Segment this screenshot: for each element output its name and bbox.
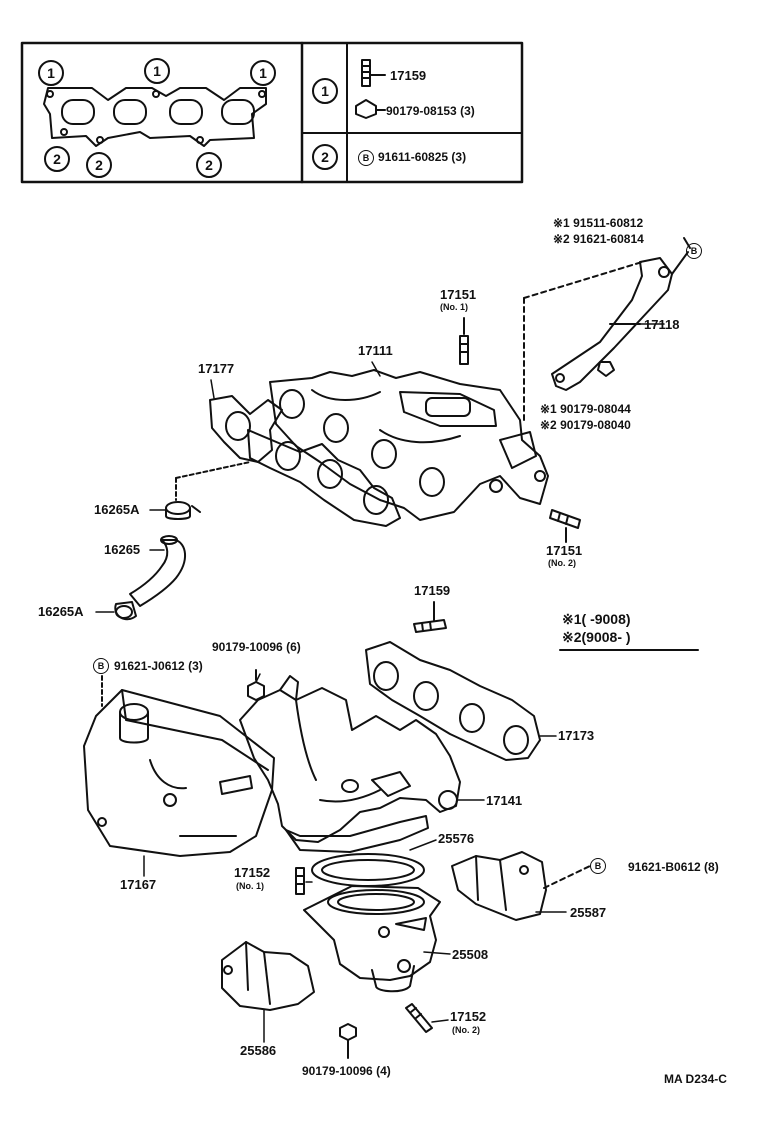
legend-gasket-shape bbox=[43, 87, 267, 147]
gasket-marker-1c: 1 bbox=[250, 60, 276, 86]
heat-insulator-25586 bbox=[221, 941, 315, 1011]
date-note-1: ※1( -9008) bbox=[562, 611, 631, 627]
callout-25587: 25587 bbox=[570, 905, 607, 920]
callout-17151-no1: 17151 bbox=[440, 287, 477, 302]
legend-row1-item1-code: 17159 bbox=[390, 68, 427, 83]
bolt-b-marker-stay: B bbox=[686, 243, 702, 259]
date-note-2: ※2(9008- ) bbox=[562, 629, 631, 645]
stud-17159 bbox=[413, 601, 447, 633]
leader-lines bbox=[95, 323, 665, 1043]
callout-17152-no2: 17152 bbox=[450, 1009, 487, 1024]
callout-17151-no1-sub: (No. 1) bbox=[440, 302, 468, 312]
callout-91621-J0612: 91621-J0612 (3) bbox=[114, 659, 203, 673]
callout-90179-10096-4: 90179-10096 (4) bbox=[302, 1064, 391, 1078]
callout-90179-08044: ※1 90179-08044 bbox=[540, 402, 631, 416]
hose-16265-assembly bbox=[114, 461, 251, 621]
gasket-marker-2c: 2 bbox=[196, 152, 222, 178]
callout-91621-B0612: 91621-B0612 (8) bbox=[628, 860, 719, 874]
exhaust-manifold-17141 bbox=[239, 675, 461, 853]
callout-17177: 17177 bbox=[198, 361, 235, 376]
callout-90179-08040: ※2 90179-08040 bbox=[540, 418, 631, 432]
exhaust-pipe-25508 bbox=[303, 885, 441, 993]
callout-91621-60814: ※2 91621-60814 bbox=[553, 232, 644, 246]
legend-row1-item2-code: 90179-08153 (3) bbox=[386, 104, 475, 118]
bolt-b-icon: B bbox=[358, 150, 374, 166]
gasket-marker-1b: 1 bbox=[144, 58, 170, 84]
callout-17167: 17167 bbox=[120, 877, 157, 892]
callout-17151-no2: 17151 bbox=[546, 543, 583, 558]
gasket-marker-1a: 1 bbox=[38, 60, 64, 86]
legend-row1-marker: 1 bbox=[312, 78, 338, 104]
gasket-marker-2b: 2 bbox=[86, 152, 112, 178]
stud-17151-no2 bbox=[549, 509, 581, 543]
callout-90179-10096-6: 90179-10096 (6) bbox=[212, 640, 301, 654]
bolt-b-marker-insulator: B bbox=[93, 658, 109, 674]
callout-17141: 17141 bbox=[486, 793, 523, 808]
intake-manifold-17111 bbox=[269, 369, 549, 521]
stud-17151-no1 bbox=[459, 317, 469, 365]
legend-table-frame bbox=[20, 41, 524, 184]
callout-16265: 16265 bbox=[104, 542, 141, 557]
legend-stud-icon bbox=[361, 59, 386, 87]
heat-insulator-25587 bbox=[451, 851, 591, 921]
heat-insulator-17167 bbox=[83, 675, 275, 857]
gasket-17177 bbox=[209, 395, 401, 527]
callout-16265A-upper: 16265A bbox=[94, 502, 140, 517]
callout-17118: 17118 bbox=[644, 317, 680, 332]
callout-17173: 17173 bbox=[558, 728, 595, 743]
bolt-b-marker-pipe: B bbox=[590, 858, 606, 874]
legend-nut-icon bbox=[355, 99, 386, 119]
gasket-25576 bbox=[311, 853, 425, 887]
gasket-17173 bbox=[365, 641, 541, 761]
callout-91511-60812: ※1 91511-60812 bbox=[553, 216, 644, 230]
callout-17111: 17111 bbox=[358, 343, 393, 358]
nut-90179-10096-lower bbox=[339, 1023, 357, 1059]
callout-25508: 25508 bbox=[452, 947, 489, 962]
nut-90179-10096-upper bbox=[247, 669, 265, 701]
stud-17152-no1 bbox=[295, 867, 305, 895]
callout-16265A-lower: 16265A bbox=[38, 604, 84, 619]
stud-17152-no2 bbox=[405, 1003, 433, 1033]
stay-17118 bbox=[523, 237, 691, 421]
gasket-marker-2a: 2 bbox=[44, 146, 70, 172]
legend-row2-item1-code: 91611-60825 (3) bbox=[378, 150, 467, 164]
callout-17151-no2-sub: (No. 2) bbox=[548, 558, 576, 568]
callout-25586: 25586 bbox=[240, 1043, 277, 1058]
diagram-code: MA D234-C bbox=[664, 1072, 727, 1086]
callout-17152-no1: 17152 bbox=[234, 865, 271, 880]
callout-17152-no2-sub: (No. 2) bbox=[452, 1025, 480, 1035]
callout-17159: 17159 bbox=[414, 583, 451, 598]
callout-17152-no1-sub: (No. 1) bbox=[236, 881, 264, 891]
callout-25576: 25576 bbox=[438, 831, 475, 846]
legend-row2-marker: 2 bbox=[312, 144, 338, 170]
